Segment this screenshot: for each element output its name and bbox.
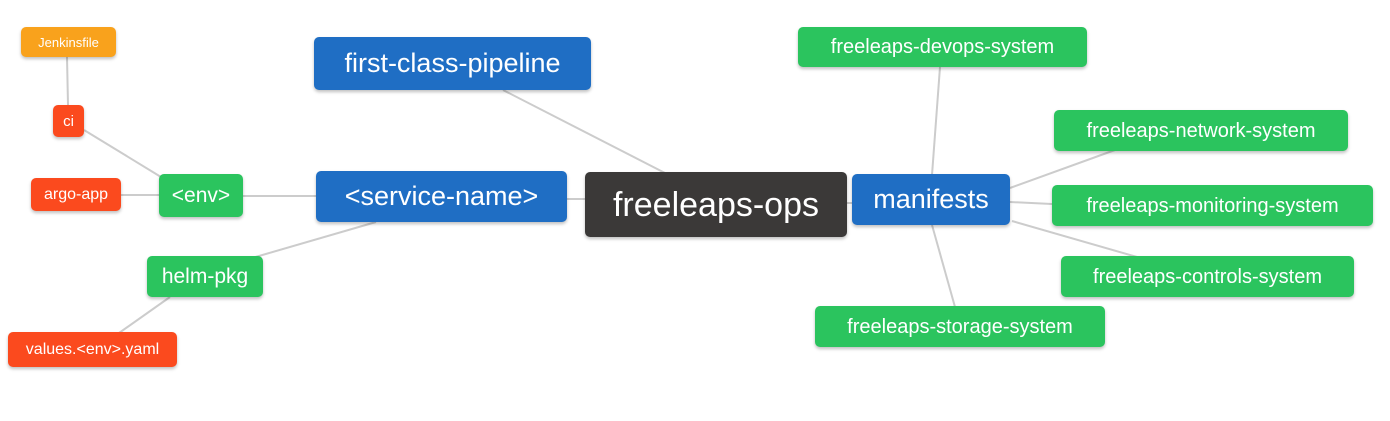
node-freeleaps-devops-system[interactable]: freeleaps-devops-system	[798, 27, 1087, 67]
node-label: argo-app	[43, 185, 109, 203]
edge-jenkinsfile-to-ci	[66, 56, 69, 106]
edge-service-name-to-helm-pkg	[251, 221, 377, 259]
node-helm-pkg[interactable]: helm-pkg	[147, 256, 263, 297]
node-label: manifests	[873, 184, 989, 214]
edge-ci-to-env	[83, 129, 162, 178]
edge-first-class-pipeline-to-freeleaps-ops	[502, 89, 666, 174]
node-label: ci	[63, 112, 74, 130]
node-manifests[interactable]: manifests	[852, 174, 1010, 225]
edge-manifests-to-freeleaps-storage-system	[931, 224, 956, 308]
node-freeleaps-network-system[interactable]: freeleaps-network-system	[1054, 110, 1348, 151]
node-label: first-class-pipeline	[344, 48, 561, 78]
node-label: freeleaps-ops	[612, 185, 819, 224]
node-freeleaps-ops[interactable]: freeleaps-ops	[585, 172, 847, 237]
node-label: values.<env>.yaml	[25, 340, 160, 358]
node-label: freeleaps-controls-system	[1093, 265, 1322, 288]
edge-freeleaps-devops-system-to-manifests	[931, 66, 941, 176]
node-label: freeleaps-network-system	[1086, 119, 1316, 142]
node-freeleaps-storage-system[interactable]: freeleaps-storage-system	[815, 306, 1105, 347]
node-label: <service-name>	[344, 181, 539, 211]
node-ci[interactable]: ci	[53, 105, 84, 137]
edge-manifests-to-freeleaps-controls-system	[1011, 220, 1138, 258]
node-label: <env>	[171, 184, 231, 207]
node-label: Jenkinsfile	[38, 34, 99, 50]
node-jenkinsfile[interactable]: Jenkinsfile	[21, 27, 116, 57]
node-freeleaps-monitoring-system[interactable]: freeleaps-monitoring-system	[1052, 185, 1373, 226]
node-label: helm-pkg	[161, 265, 249, 288]
edge-helm-pkg-to-values-env-yaml	[118, 296, 171, 334]
node-env[interactable]: <env>	[159, 174, 243, 217]
node-first-class-pipeline[interactable]: first-class-pipeline	[314, 37, 591, 90]
node-service-name[interactable]: <service-name>	[316, 171, 567, 222]
node-label: freeleaps-monitoring-system	[1086, 194, 1339, 217]
node-freeleaps-controls-system[interactable]: freeleaps-controls-system	[1061, 256, 1354, 297]
node-label: freeleaps-devops-system	[830, 36, 1055, 58]
node-argo-app[interactable]: argo-app	[31, 178, 121, 211]
edge-manifests-to-freeleaps-network-system	[1009, 149, 1116, 189]
edge-manifests-to-freeleaps-monitoring-system	[1009, 201, 1053, 205]
node-label: freeleaps-storage-system	[847, 315, 1073, 338]
node-values-env-yaml[interactable]: values.<env>.yaml	[8, 332, 177, 367]
